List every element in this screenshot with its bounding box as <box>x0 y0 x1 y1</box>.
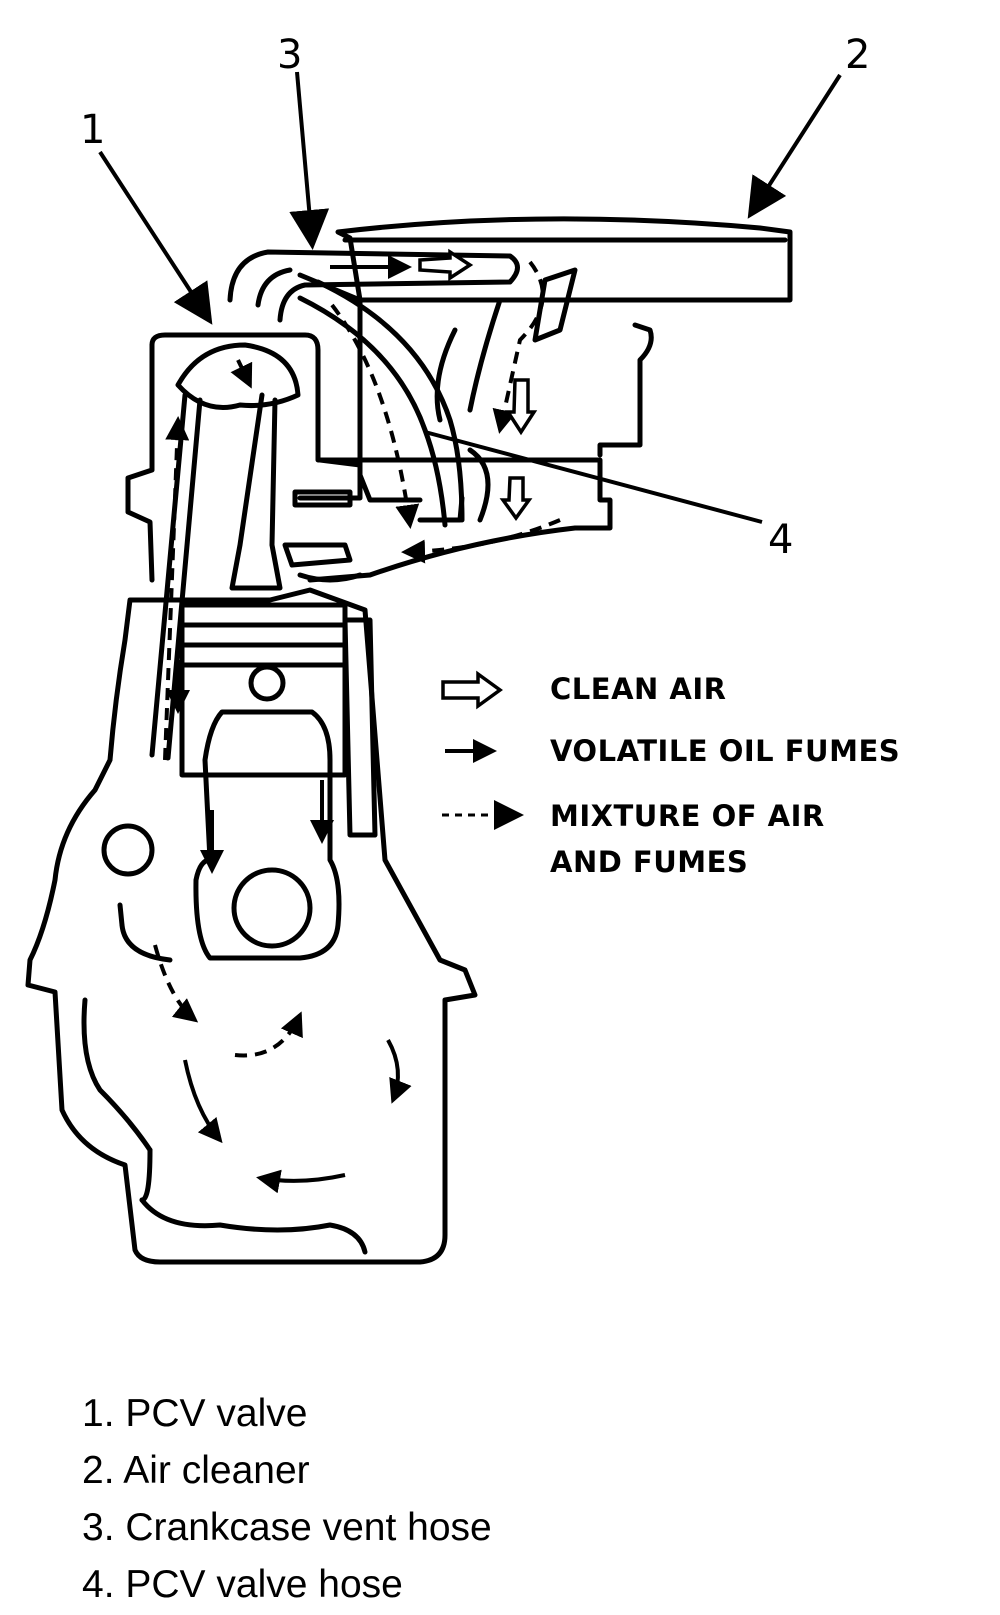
callout-2: 2 <box>845 32 871 78</box>
hollow-arrow-icon <box>441 670 503 710</box>
key-item-pcv-valve-hose: 4PCV valve hose <box>82 1556 492 1613</box>
piston <box>179 602 348 778</box>
crankcase-vent-hose <box>227 249 520 323</box>
callout-4: 4 <box>768 517 794 563</box>
legend-clean-air: CLEAN AIR <box>550 672 727 706</box>
fume-arrows <box>166 255 412 1194</box>
mixture-arrows <box>153 260 561 1058</box>
key-item-pcv-valve: 1PCV valve <box>82 1385 492 1442</box>
key-item-air-cleaner: 2Air cleaner <box>82 1442 492 1499</box>
engine-block <box>25 587 478 1265</box>
parts-key: 1PCV valve 2Air cleaner 3Crankcase vent … <box>82 1385 492 1613</box>
callout-leaders <box>98 71 842 524</box>
key-item-crankcase-vent-hose: 3Crankcase vent hose <box>82 1499 492 1556</box>
callout-1: 1 <box>80 107 106 153</box>
legend-mixture-line2: AND FUMES <box>550 845 749 879</box>
legend-oil-fumes: VOLATILE OIL FUMES <box>550 734 901 768</box>
callout-3: 3 <box>277 32 303 78</box>
cylinder-head <box>125 267 654 583</box>
clean-air-arrows <box>418 248 538 521</box>
connecting-rod <box>101 709 342 961</box>
legend-mixture-line1: MIXTURE OF AIR <box>550 799 825 833</box>
